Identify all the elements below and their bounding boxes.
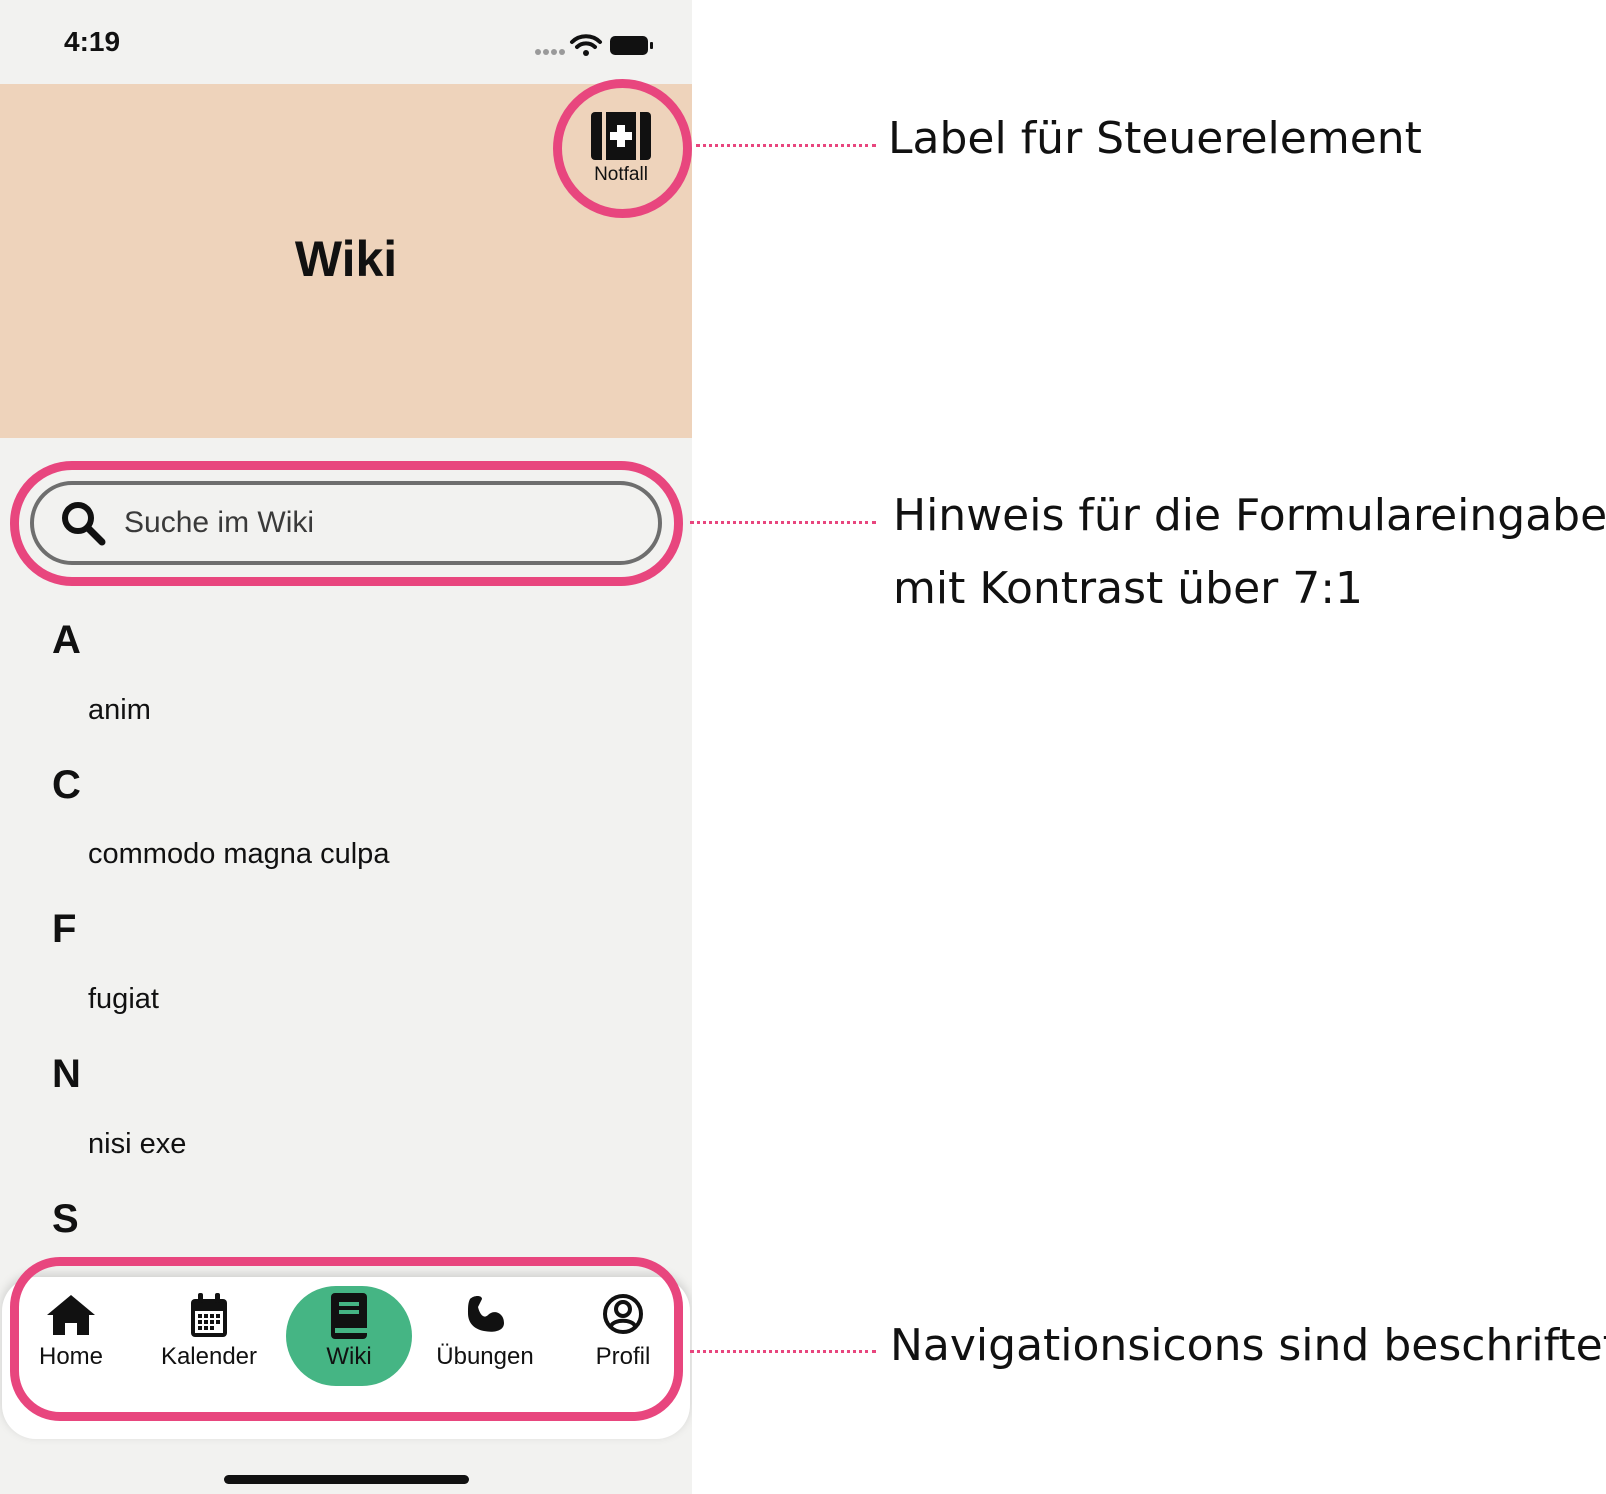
annotation-label-control: Label für Steuerelement <box>888 113 1422 164</box>
search-input[interactable]: Suche im Wiki <box>30 481 662 565</box>
book-icon <box>331 1293 367 1339</box>
tab-kalender[interactable]: Kalender <box>144 1277 274 1439</box>
calendar-icon <box>191 1293 227 1337</box>
page-title: Wiki <box>294 231 398 287</box>
status-icons <box>532 30 662 65</box>
emergency-button-label: Notfall <box>594 164 648 185</box>
list-item[interactable]: fugiat <box>88 983 159 1015</box>
tab-label-wiki: Wiki <box>326 1343 372 1370</box>
signal-icon <box>535 49 565 55</box>
annotation-connector <box>696 144 876 147</box>
home-icon <box>47 1295 95 1335</box>
section-letter-c: C <box>52 763 81 807</box>
emergency-button[interactable]: Notfall <box>578 106 664 192</box>
flexed-arm-icon <box>468 1296 504 1332</box>
phone-screen: 4:19 Notfall <box>0 0 692 1494</box>
section-letter-a: A <box>52 618 81 662</box>
section-letter-s: S <box>52 1197 79 1241</box>
section-letter-n: N <box>52 1052 81 1096</box>
status-time: 4:19 <box>64 26 121 57</box>
list-item[interactable]: anim <box>88 694 151 726</box>
annotation-connector <box>690 1350 876 1353</box>
tab-home[interactable]: Home <box>6 1277 136 1439</box>
tab-bar: Home Kalender W <box>2 1277 690 1439</box>
wiki-header: Notfall Wiki <box>0 84 692 438</box>
tab-label-uebungen: Übungen <box>436 1343 534 1370</box>
user-circle-icon <box>603 1294 643 1334</box>
tab-profil[interactable]: Profil <box>558 1277 688 1439</box>
annotation-form-hint-contrast: mit Kontrast über 7:1 <box>893 563 1364 614</box>
annotation-nav-icons: Navigationsicons sind beschriftet <box>890 1320 1606 1371</box>
tab-label-home: Home <box>38 1343 104 1370</box>
tab-label-profil: Profil <box>595 1343 651 1370</box>
annotation-connector <box>690 521 876 524</box>
section-letter-f: F <box>52 907 77 951</box>
list-item[interactable]: nisi exe <box>88 1128 187 1160</box>
search-icon <box>62 502 106 546</box>
tab-wiki[interactable]: Wiki <box>284 1277 414 1439</box>
search-placeholder: Suche im Wiki <box>124 506 315 539</box>
tab-uebungen[interactable]: Übungen <box>420 1277 550 1439</box>
medical-kit-icon <box>591 112 651 160</box>
annotation-form-hint: Hinweis für die Formulareingabe <box>893 490 1606 541</box>
tab-label-kalender: Kalender <box>160 1343 258 1370</box>
wifi-icon <box>570 34 602 56</box>
battery-icon <box>610 36 653 55</box>
home-indicator <box>224 1475 469 1484</box>
list-item[interactable]: commodo magna culpa <box>88 838 390 870</box>
